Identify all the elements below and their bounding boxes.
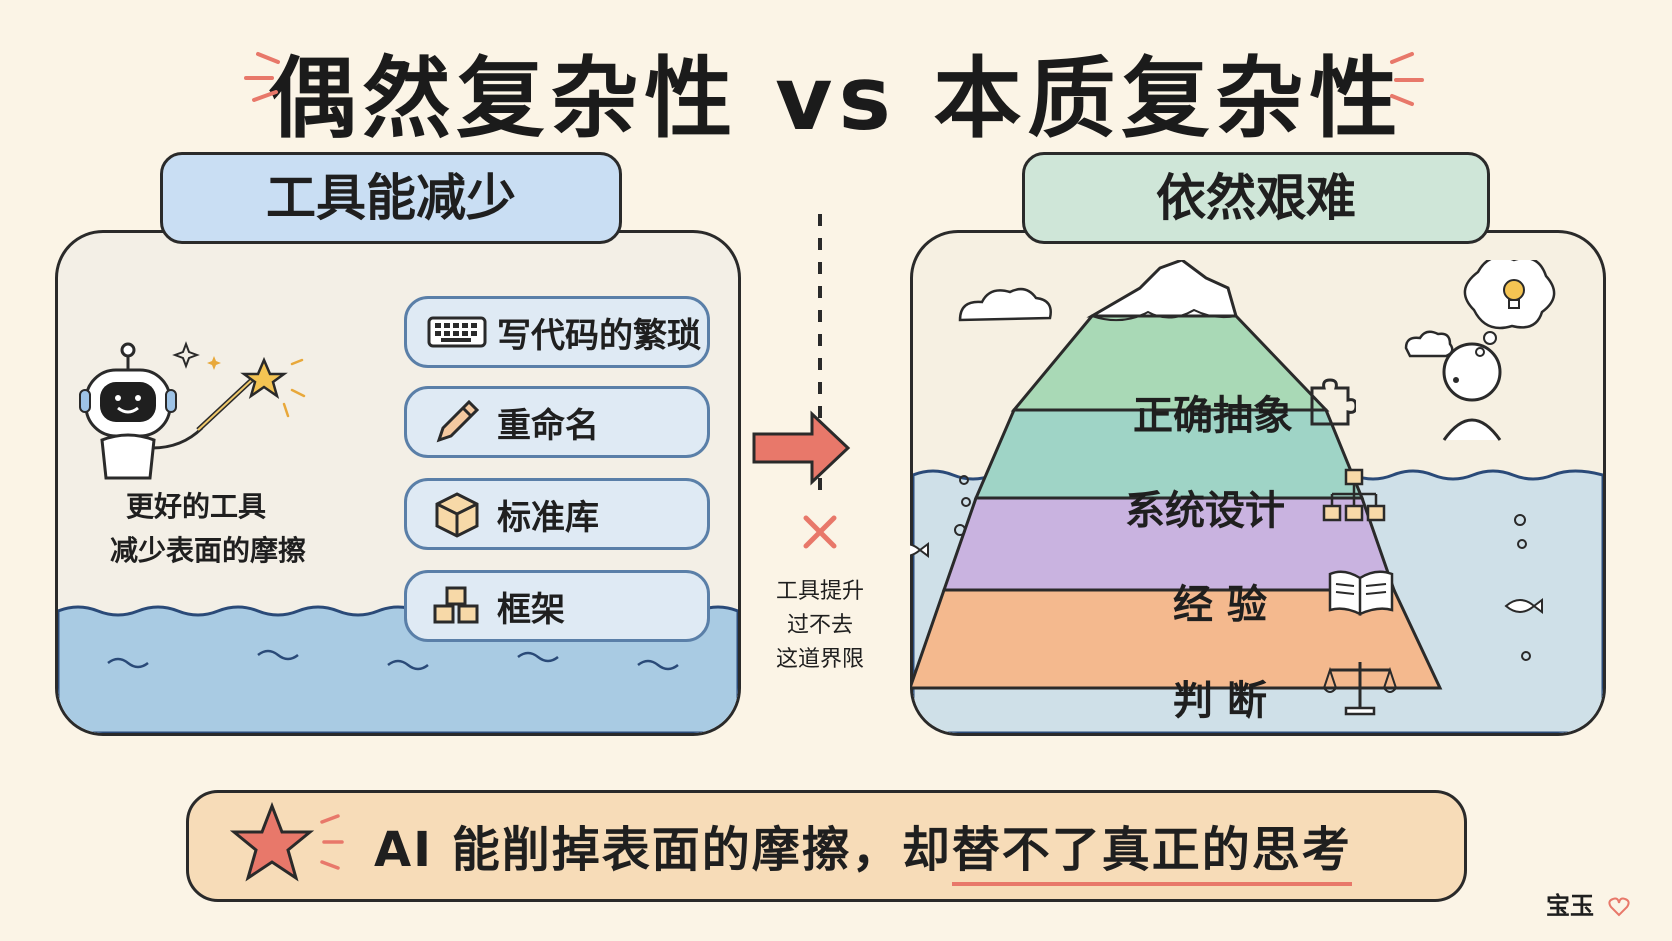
- divider-line-2: 过不去: [786, 613, 853, 638]
- caption-line-1: 更好的工具: [126, 490, 267, 523]
- star-icon: [230, 801, 344, 882]
- hierarchy-icon: [1322, 468, 1386, 522]
- bottom-message-emphasis: 替不了真正的思考: [951, 822, 1352, 886]
- cloud-icon: [958, 287, 1052, 322]
- caption-line-2: 减少表面的摩擦: [110, 534, 307, 567]
- cube-icon: [435, 492, 479, 538]
- fish-icon: [910, 542, 929, 558]
- book-icon: [1328, 570, 1394, 617]
- robot-icon: [79, 341, 306, 480]
- scale-icon: [1322, 662, 1398, 716]
- signature-text: 宝玉: [1546, 892, 1594, 920]
- layer-experience-label: 经 验: [1173, 582, 1267, 628]
- divider-graphic: [752, 214, 851, 549]
- tool-label: 重命名: [497, 405, 599, 446]
- layer-abstraction-label: 正确抽象: [1133, 393, 1293, 439]
- arrow-right-icon: [752, 410, 851, 486]
- tool-item-code: 写代码的繁琐: [404, 296, 710, 368]
- divider-line-1: 工具提升: [775, 579, 864, 604]
- cloud-icon: [1404, 330, 1454, 358]
- blocks-icon: [433, 586, 479, 624]
- tool-label: 写代码的繁琐: [497, 315, 701, 356]
- tool-item-rename: 重命名: [404, 386, 710, 458]
- heart-icon: [1608, 897, 1630, 917]
- right-header: 依然艰难: [1022, 152, 1490, 244]
- cross-icon: [803, 515, 837, 549]
- left-header: 工具能减少: [160, 152, 622, 244]
- bottom-banner: [186, 790, 1467, 902]
- robot-caption: 更好的工具 减少表面的摩擦: [110, 485, 306, 573]
- bottom-message: AI 能削掉表面的摩擦，却替不了真正的思考: [374, 810, 1352, 886]
- page-title: 偶然复杂性 vs 本质复杂性: [268, 47, 1404, 150]
- iceberg-pyramid: [910, 260, 1556, 690]
- keyboard-icon: [427, 316, 487, 348]
- layer-system-design-label: 系统设计: [1125, 488, 1285, 534]
- tool-label: 标准库: [497, 497, 599, 538]
- bottom-message-lead: AI 能削掉表面的摩擦，却: [374, 822, 952, 878]
- lightbulb-icon: [1503, 279, 1525, 301]
- signature: 宝玉: [1546, 886, 1630, 921]
- divider-note: 工具提升 过不去 这道界限: [760, 575, 880, 677]
- layer-judgment-label: 判 断: [1173, 678, 1267, 724]
- tool-label: 框架: [497, 589, 565, 630]
- thinking-person-icon: [1442, 342, 1502, 402]
- puzzle-icon: [1310, 378, 1356, 426]
- divider-line-3: 这道界限: [775, 647, 864, 672]
- pencil-icon: [436, 399, 480, 443]
- fish-icon: [1504, 598, 1543, 614]
- tool-item-stdlib: 标准库: [404, 478, 710, 550]
- tool-item-framework: 框架: [404, 570, 710, 642]
